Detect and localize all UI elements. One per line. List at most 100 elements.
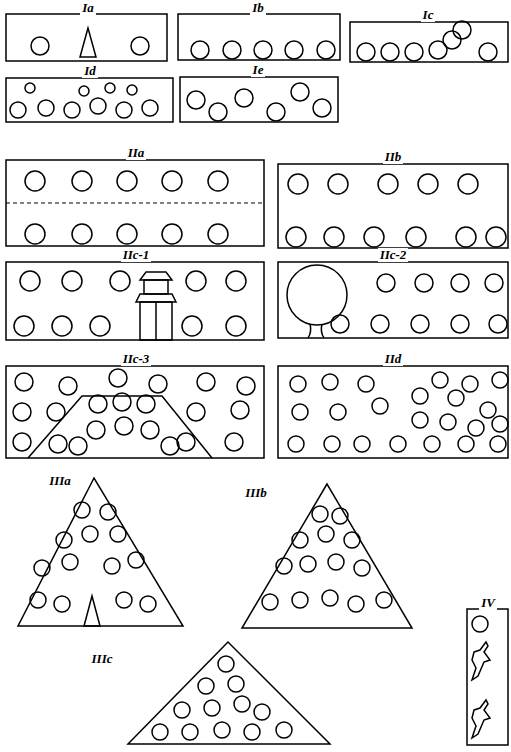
circle-mark (231, 401, 249, 419)
circle-mark (228, 676, 244, 692)
circle-mark (492, 372, 508, 388)
circle-mark (415, 274, 433, 292)
circle-mark (131, 37, 149, 55)
circle-mark (485, 274, 503, 292)
panel-label: Ie (251, 63, 266, 77)
circle-mark (472, 616, 488, 632)
circle-mark (276, 722, 292, 738)
circle-mark (288, 174, 308, 194)
circle-mark (328, 554, 344, 570)
circle-mark (116, 592, 132, 608)
panel-label: IV (479, 596, 497, 610)
circle-mark (287, 265, 347, 325)
circle-mark (128, 552, 144, 568)
circle-mark (64, 102, 80, 118)
circle-mark (312, 506, 328, 522)
circle-mark (25, 171, 45, 191)
circle-mark (237, 377, 255, 395)
circle-mark (72, 171, 92, 191)
circle-mark (492, 416, 508, 432)
circle-mark (322, 374, 338, 390)
circle-mark (109, 369, 127, 387)
circle-mark (331, 315, 349, 333)
circle-mark (90, 98, 106, 114)
circle-mark (332, 508, 348, 524)
circle-mark (182, 316, 202, 336)
circle-mark (448, 390, 464, 406)
panel-label: IIIa (47, 474, 73, 488)
circle-mark (152, 724, 168, 740)
circle-mark (479, 43, 497, 61)
circle-mark (354, 436, 370, 452)
circle-mark (290, 376, 306, 392)
circle-mark (412, 412, 428, 428)
circle-mark (267, 103, 285, 121)
circle-mark (254, 704, 270, 720)
circle-mark (344, 532, 360, 548)
circle-mark (161, 437, 179, 455)
circle-mark (451, 315, 469, 333)
circle-mark (38, 100, 54, 116)
panel-label: IIa (126, 146, 147, 160)
circle-mark (110, 526, 126, 542)
circle-mark (13, 433, 31, 451)
circle-mark (162, 224, 182, 244)
circle-mark (208, 224, 228, 244)
circle-mark (300, 556, 316, 572)
circle-mark (13, 403, 31, 421)
circle-mark (74, 502, 90, 518)
panel-label: Id (82, 64, 98, 78)
circle-mark (162, 171, 182, 191)
circle-mark (177, 433, 195, 451)
circle-mark (318, 526, 334, 542)
circle-mark (204, 700, 220, 716)
circle-mark (371, 315, 389, 333)
circle-mark (208, 171, 228, 191)
circle-mark (432, 372, 448, 388)
circle-mark (72, 224, 92, 244)
circle-mark (285, 41, 303, 59)
circle-mark (377, 274, 395, 292)
circle-mark (411, 315, 429, 333)
circle-mark (292, 404, 308, 420)
circle-mark (82, 526, 98, 542)
circle-mark (390, 436, 406, 452)
circle-mark (25, 224, 45, 244)
circle-mark (79, 86, 89, 96)
circle-mark (49, 435, 67, 453)
circle-mark (117, 171, 137, 191)
panel-label: IIc-2 (378, 248, 409, 262)
circle-mark (424, 436, 440, 452)
circle-mark (458, 436, 474, 452)
circle-mark (14, 316, 34, 336)
circle-mark (182, 724, 198, 740)
circle-mark (225, 433, 243, 451)
circle-mark (47, 403, 65, 421)
circle-mark (214, 722, 230, 738)
circle-mark (291, 83, 309, 101)
circle-mark (354, 560, 370, 576)
circle-mark (90, 316, 110, 336)
panel-label: IIc-3 (121, 352, 152, 366)
circle-mark (140, 596, 156, 612)
circle-mark (87, 421, 105, 439)
circle-mark (187, 91, 205, 109)
circle-mark (62, 554, 78, 570)
circle-mark (451, 274, 469, 292)
panel-label: IId (383, 352, 404, 366)
circle-mark (288, 436, 304, 452)
circle-mark (348, 596, 364, 612)
circle-mark (30, 592, 46, 608)
circle-mark (376, 592, 392, 608)
circle-mark (226, 316, 246, 336)
circle-mark (191, 41, 209, 59)
panel-label: IIIc (90, 652, 115, 666)
circle-mark (52, 316, 72, 336)
circle-mark (378, 174, 398, 194)
circle-mark (292, 532, 308, 548)
panel-label: Ia (80, 1, 96, 15)
circle-mark (405, 43, 423, 61)
circle-mark (480, 402, 496, 418)
circle-mark (292, 592, 308, 608)
